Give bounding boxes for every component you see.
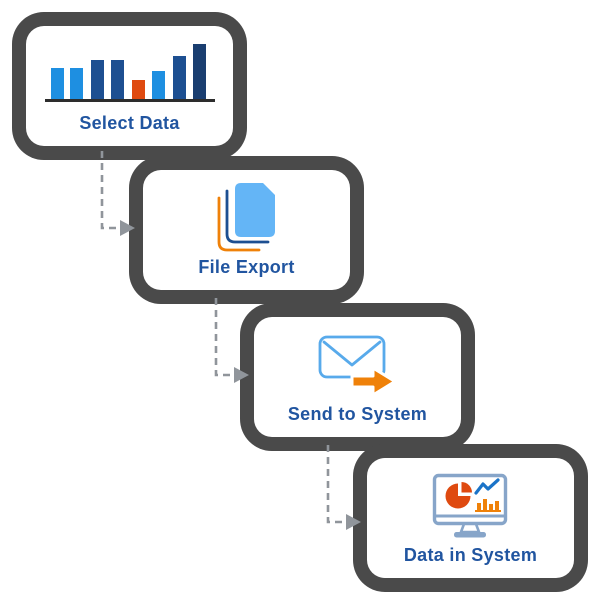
connector-arrow-1	[100, 151, 135, 236]
step-card-file-export: File Export	[129, 156, 364, 304]
monitor-dashboard-icon	[432, 468, 510, 546]
envelope-arrow-icon	[316, 327, 400, 405]
connector-arrow-3	[326, 445, 361, 530]
step-card-send-to-system: Send to System	[240, 303, 475, 451]
step-card-select-data: Select Data	[12, 12, 247, 160]
step-label: Data in System	[403, 545, 538, 565]
card-body: Send to System	[254, 317, 461, 437]
step-label: Send to System	[287, 404, 428, 424]
step-label: File Export	[198, 257, 295, 277]
card-body: File Export	[143, 170, 350, 290]
connector-arrow-2	[214, 298, 249, 383]
step-label: Select Data	[79, 113, 180, 133]
file-stack-icon	[212, 180, 282, 258]
card-body: Data in System	[367, 458, 574, 578]
step-card-data-in-system: Data in System	[353, 444, 588, 592]
bar-chart-icon	[44, 36, 215, 114]
card-body: Select Data	[26, 26, 233, 146]
